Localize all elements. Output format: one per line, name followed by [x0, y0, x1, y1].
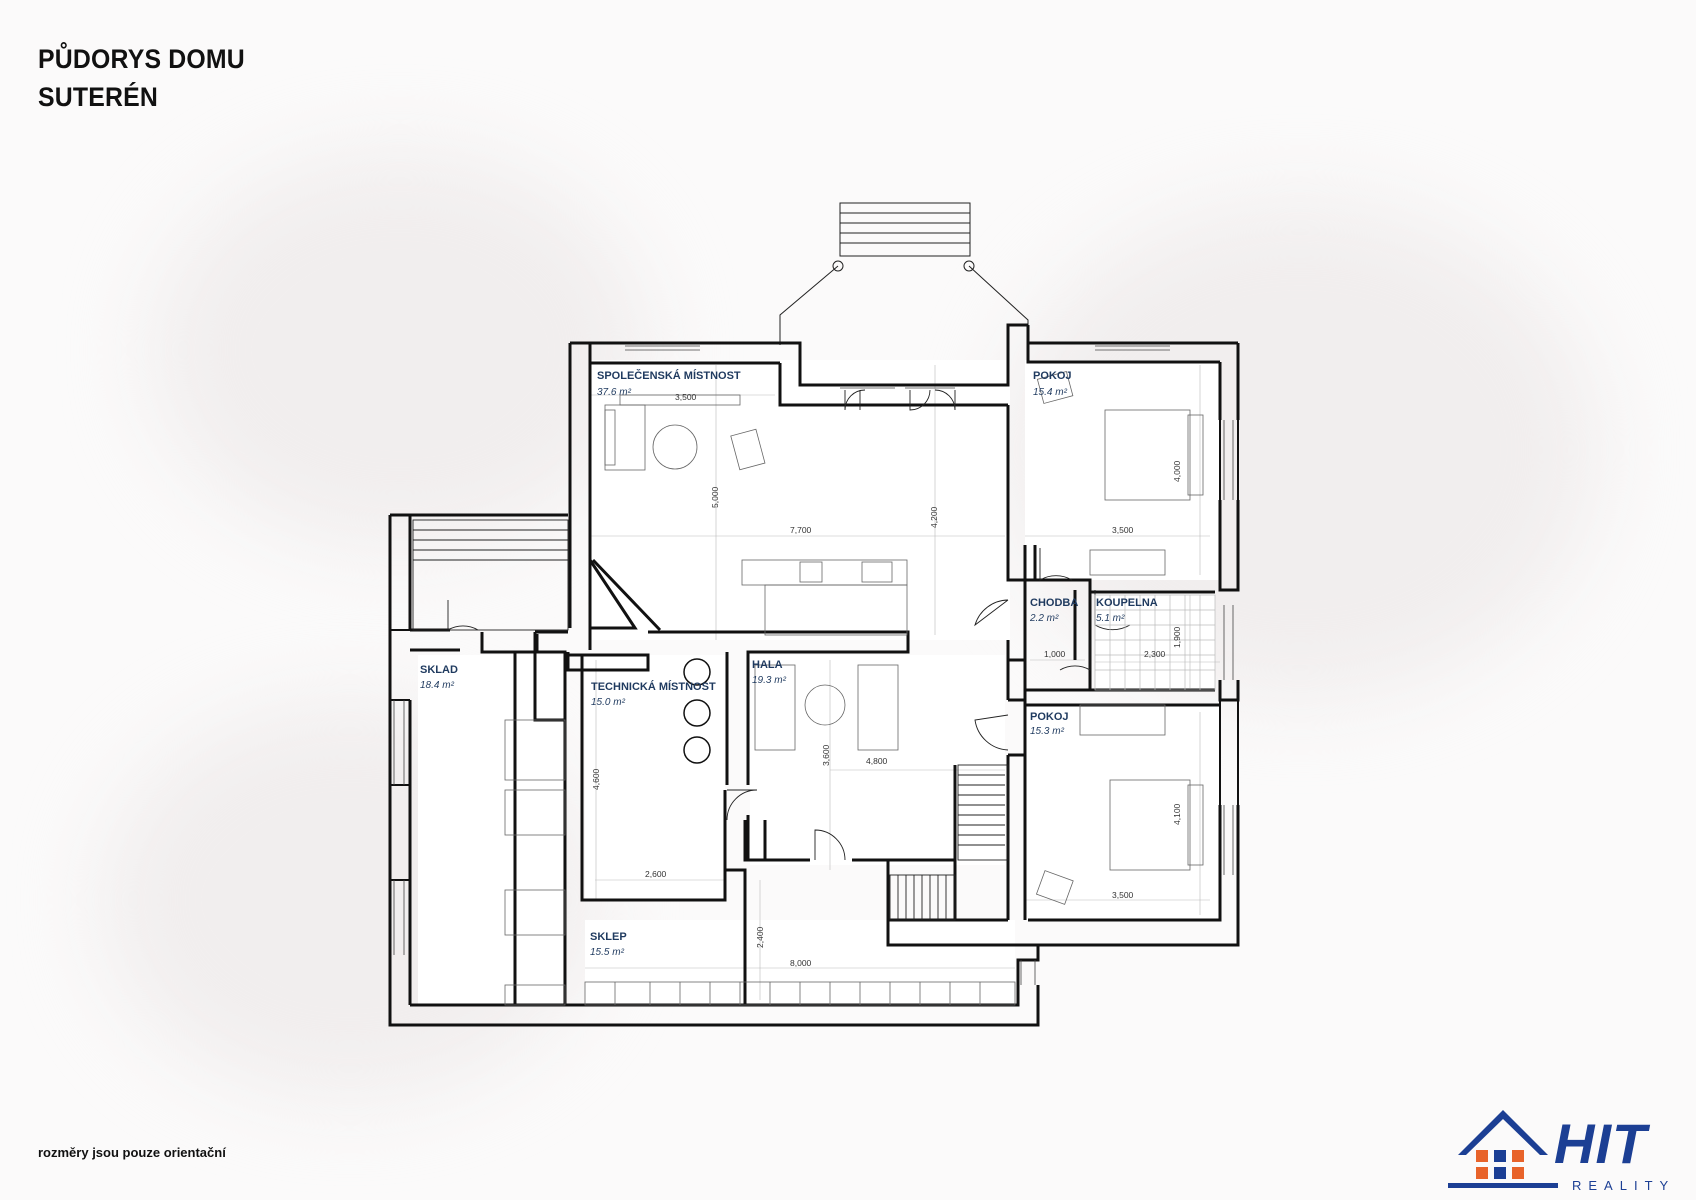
- wall-inner-lines: [390, 420, 1239, 881]
- room-area: 15.5 m²: [590, 947, 625, 958]
- logo-base-line: [1448, 1183, 1558, 1188]
- logo-subtext: REALITY: [1572, 1178, 1676, 1193]
- angled-wall: [591, 558, 662, 632]
- entrance-bay: [779, 202, 1029, 345]
- room-area: 15.0 m²: [591, 697, 626, 708]
- bathroom-tiles: [1094, 594, 1216, 691]
- room-area: 15.3 m²: [1030, 726, 1065, 737]
- page-title: PŮDORYS DOMU SUTERÉN: [38, 40, 245, 116]
- dimension-label: 2,300: [1144, 649, 1166, 659]
- room-fills: [418, 360, 1220, 1005]
- stairs: [412, 519, 1009, 921]
- shelving: [584, 981, 1016, 1006]
- dimension-label: 4,100: [1172, 803, 1182, 825]
- room-name: POKOJ: [1030, 711, 1069, 723]
- room-area: 2.2 m²: [1029, 613, 1059, 624]
- window-icon: [1476, 1167, 1488, 1179]
- room-name: POKOJ: [1033, 370, 1072, 382]
- dimension-label: 7,700: [790, 525, 812, 535]
- room-area: 5.1 m²: [1096, 613, 1125, 624]
- dimension-label: 4,600: [591, 768, 601, 790]
- room-area: 18.4 m²: [420, 680, 455, 691]
- dimension-label: 5,000: [710, 486, 720, 508]
- dimension-label: 3,500: [1112, 890, 1134, 900]
- dimension-label: 4,000: [1172, 460, 1182, 482]
- background-blur: [150, 150, 650, 550]
- room-name: SPOLEČENSKÁ MÍSTNOST: [597, 369, 741, 382]
- dimension-label: 3,600: [821, 744, 831, 766]
- boiler-tanks: [683, 658, 711, 764]
- furniture: [504, 371, 1204, 1006]
- house-roof-icon: [1458, 1110, 1548, 1155]
- room-name: SKLAD: [420, 664, 458, 676]
- room-area: 19.3 m²: [752, 675, 787, 686]
- dimension-label: 2,600: [645, 869, 667, 879]
- window-icon: [1494, 1167, 1506, 1179]
- room-name: TECHNICKÁ MÍSTNOST: [591, 680, 716, 693]
- dimension-label: 2,400: [755, 926, 765, 948]
- room-name: SKLEP: [590, 931, 627, 943]
- dimension-label: 3,500: [675, 392, 697, 402]
- dimension-label: 1,000: [1044, 649, 1066, 659]
- window-icon: [1512, 1167, 1524, 1179]
- logo-text: HIT: [1554, 1112, 1648, 1175]
- room-labels: SPOLEČENSKÁ MÍSTNOST 37.6 m² POKOJ 15.4 …: [420, 369, 1158, 958]
- room-name: KOUPELNA: [1096, 597, 1158, 609]
- dimension-label: 8,000: [790, 958, 812, 968]
- title-line-2: SUTERÉN: [38, 82, 158, 112]
- dimension-label: 4,800: [866, 756, 888, 766]
- room-name: HALA: [752, 659, 783, 671]
- room-area: 37.6 m²: [597, 387, 632, 398]
- window-icon: [1494, 1150, 1506, 1162]
- dimension-label: 1,900: [1172, 626, 1182, 648]
- angled-wall: [588, 555, 638, 630]
- dimension-label: 3,500: [1112, 525, 1134, 535]
- hit-reality-logo: [1448, 1110, 1558, 1188]
- room-name: CHODBA: [1030, 597, 1078, 609]
- window-icon: [1512, 1150, 1524, 1162]
- room-area: 15.4 m²: [1033, 387, 1068, 398]
- title-line-1: PŮDORYS DOMU: [38, 44, 245, 74]
- window-icon: [1476, 1150, 1488, 1162]
- windows: [393, 345, 1234, 985]
- dimension-labels: 3,500 5,000 7,700 4,200 4,000 3,500 1,00…: [591, 392, 1182, 968]
- dimension-label: 4,200: [929, 506, 939, 528]
- footer-note: rozměry jsou pouze orientační: [38, 1145, 226, 1160]
- walls: [388, 323, 1240, 1027]
